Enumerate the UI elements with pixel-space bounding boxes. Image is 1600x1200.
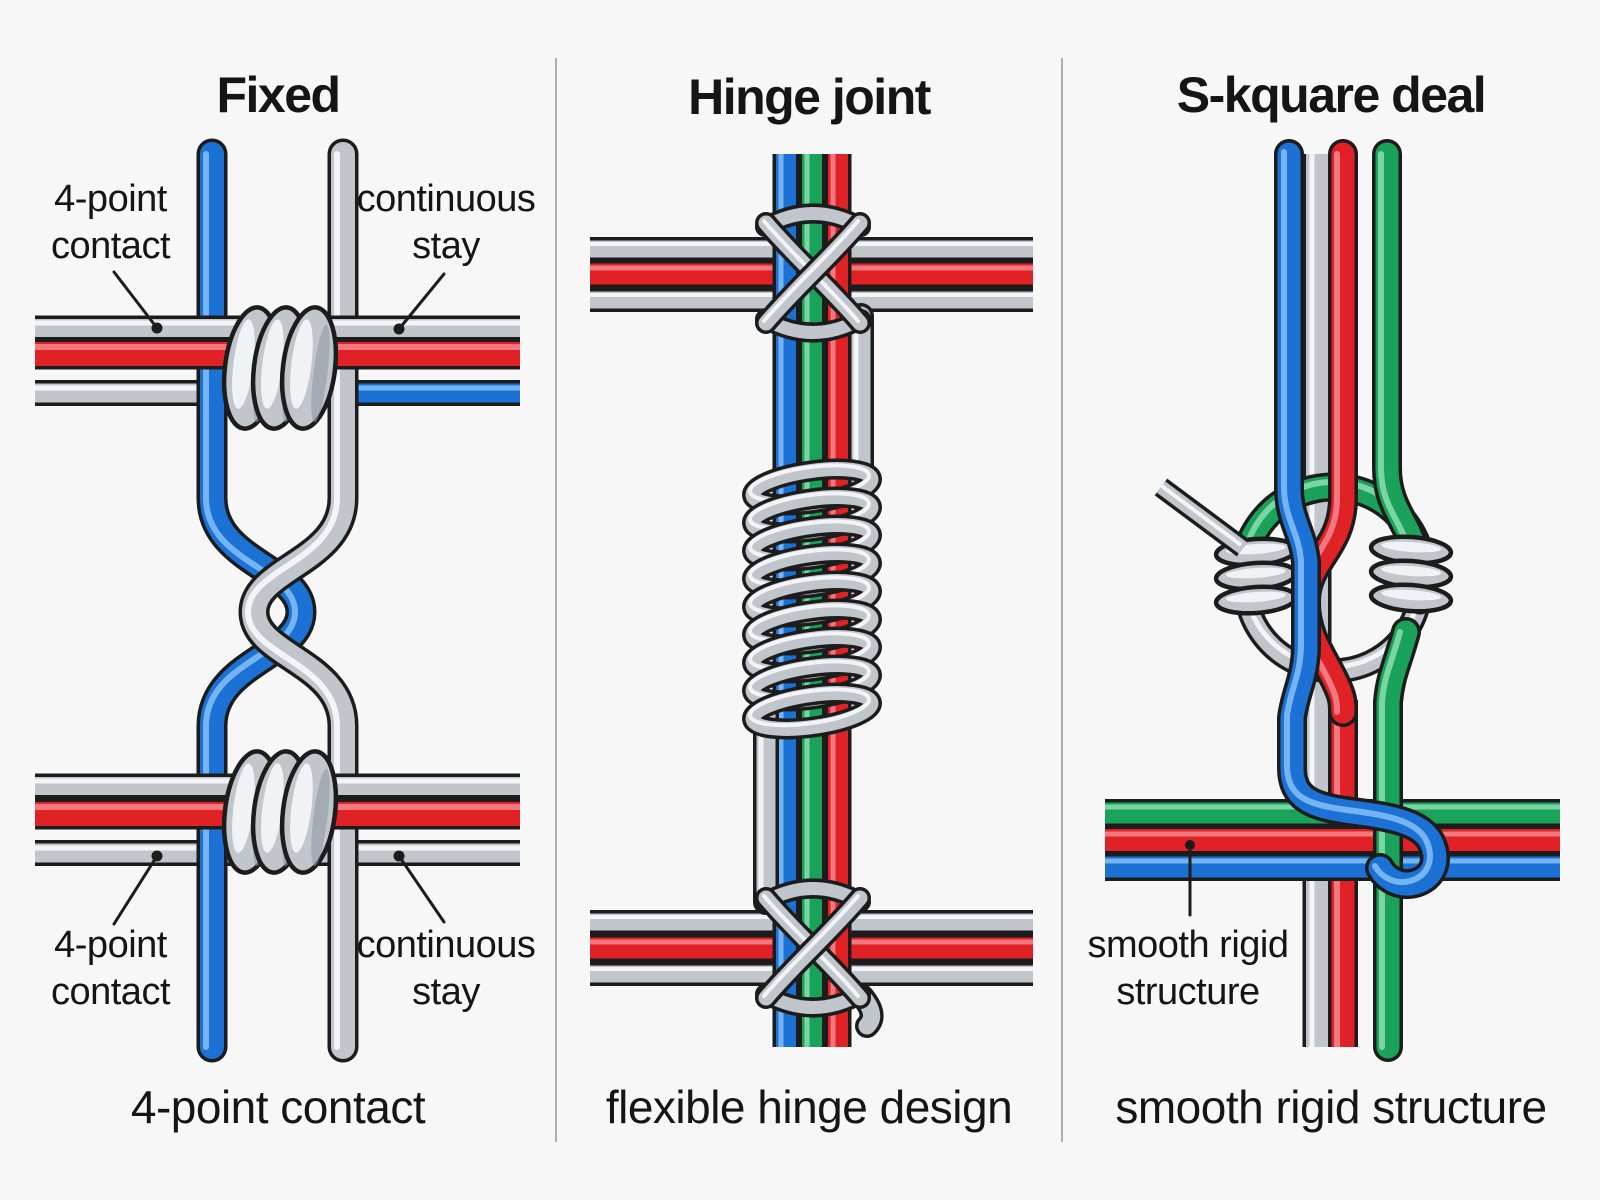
label-line: contact bbox=[50, 971, 171, 1013]
label-line: stay bbox=[412, 971, 480, 1013]
label-bottom-left-4-point-contact: 4-point contact bbox=[28, 922, 193, 1016]
square-deal-illustration bbox=[1105, 152, 1560, 1047]
panel-divider-lines bbox=[555, 58, 1063, 1142]
wrap-wire-gray-left-run bbox=[761, 712, 766, 902]
wrap-wire-gray-right-run bbox=[856, 316, 861, 482]
label-top-right-continuous-stay: continuous stay bbox=[346, 176, 546, 270]
annotation-leader-lines bbox=[112, 270, 446, 926]
panel-title-hinge-joint: Hinge joint bbox=[688, 69, 931, 125]
annotation-leader-line bbox=[1185, 840, 1195, 917]
label-line: smooth rigid bbox=[1087, 924, 1289, 966]
label-line: structure bbox=[1116, 971, 1260, 1013]
label-line: stay bbox=[412, 225, 480, 267]
label-line: continuous bbox=[356, 924, 536, 966]
label-smooth-rigid-structure: smooth rigid structure bbox=[1063, 922, 1313, 1016]
loose-wire-end bbox=[1159, 484, 1243, 548]
fixed-knot-illustration bbox=[35, 154, 520, 1047]
hinge-coil-wrap bbox=[748, 459, 874, 736]
ring-clamp-coil-right bbox=[1370, 534, 1452, 614]
label-line: 4-point bbox=[54, 178, 167, 220]
panel-title-fixed: Fixed bbox=[216, 67, 341, 123]
panel-caption-square-deal: smooth rigid structure bbox=[1115, 1081, 1547, 1133]
panel-caption-fixed: 4-point contact bbox=[130, 1081, 426, 1133]
label-bottom-right-continuous-stay: continuous stay bbox=[346, 922, 546, 1016]
label-top-left-4-point-contact: 4-point contact bbox=[28, 176, 193, 270]
panel-caption-hinge-joint: flexible hinge design bbox=[605, 1081, 1013, 1133]
vertical-wire-green-lower bbox=[1382, 632, 1406, 1047]
line-wire-blue-horizontal bbox=[1105, 861, 1560, 867]
fixed-knot-coil-bottom bbox=[218, 748, 342, 875]
line-wire-red-horizontal bbox=[1105, 834, 1560, 840]
label-line: 4-point bbox=[54, 924, 167, 966]
vertical-wire-green-upper bbox=[1381, 154, 1414, 547]
hinge-joint-illustration bbox=[590, 154, 1033, 1047]
label-line: contact bbox=[50, 225, 171, 267]
fixed-knot-coil-top bbox=[218, 304, 342, 431]
panel-title-square-deal: S-kquare deal bbox=[1176, 67, 1487, 123]
label-line: continuous bbox=[356, 178, 536, 220]
